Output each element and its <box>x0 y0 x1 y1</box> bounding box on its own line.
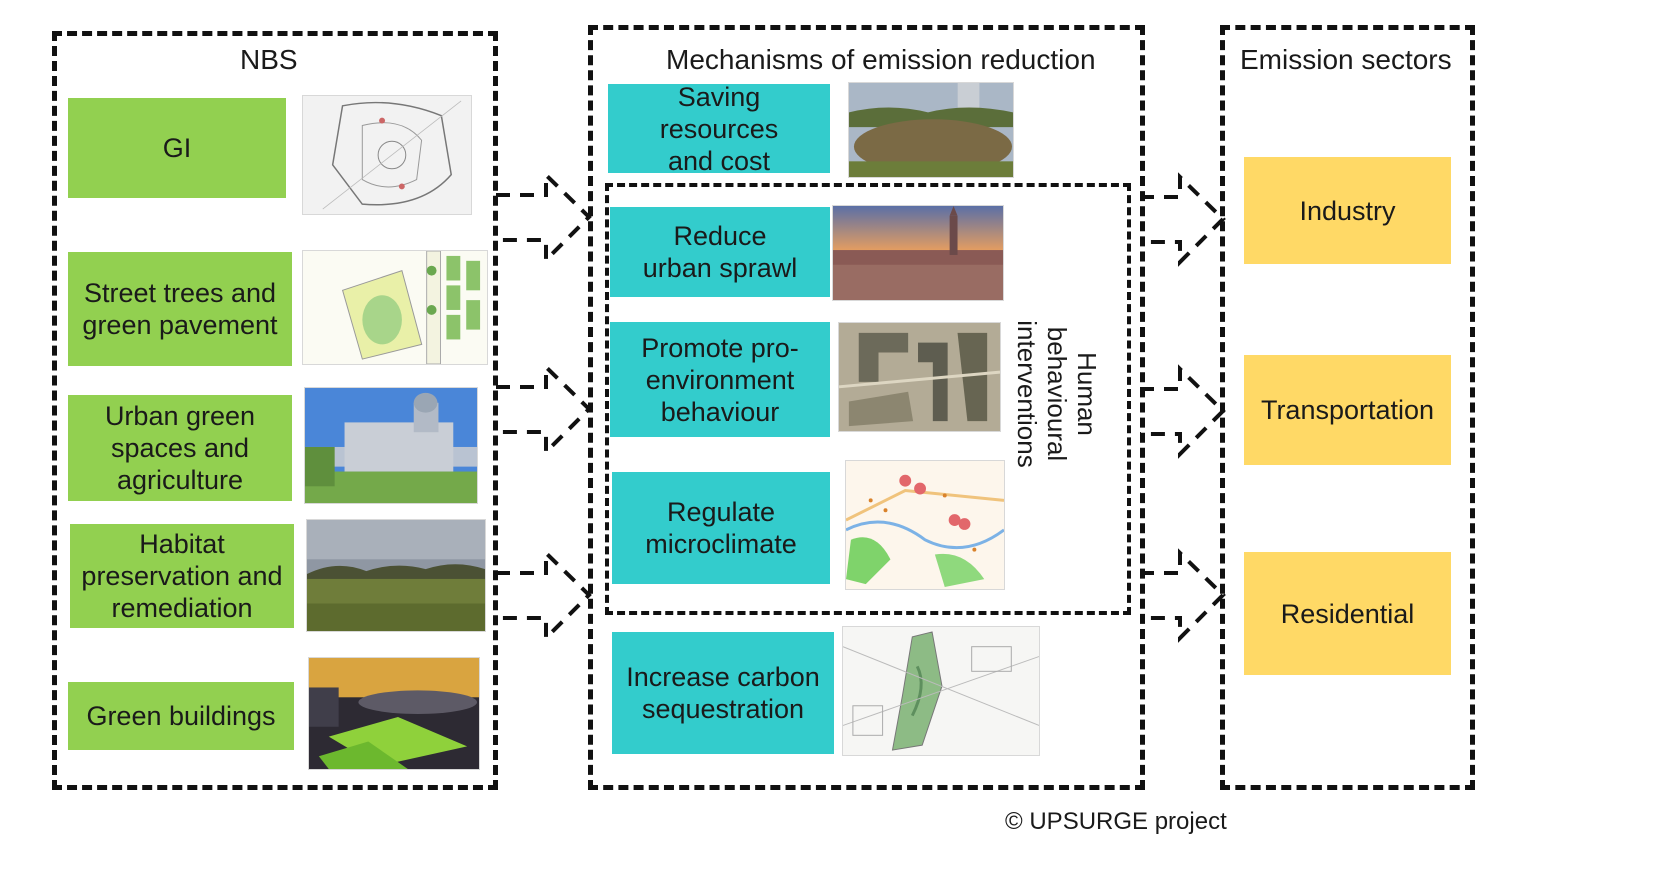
street-plan-image <box>302 250 488 365</box>
arrow-mechanisms-to-sectors-1 <box>1140 172 1226 267</box>
sectors-panel <box>1220 25 1475 790</box>
mechanism-box-carbon-sequestration: Increase carbon sequestration <box>612 632 834 754</box>
city-hall-photo <box>304 387 478 504</box>
mechanism-box-promote-behaviour: Promote pro-environment behaviour <box>610 322 830 437</box>
sectors-title: Emission sectors <box>1240 44 1452 75</box>
neighbourhood-plan-photo <box>838 322 1001 432</box>
nbs-box-gi: GI <box>68 98 286 198</box>
mechanism-box-reduce-urban-sprawl: Reduce urban sprawl <box>610 207 830 297</box>
mechanisms-title: Mechanisms of emission reduction <box>666 44 1096 75</box>
human-behavioural-interventions-label: Human behavioural interventions <box>1012 320 1102 468</box>
arrow-mechanisms-to-sectors-3 <box>1140 548 1226 643</box>
nbs-box-green-buildings: Green buildings <box>68 682 294 750</box>
copyright-credit: © UPSURGE project <box>1005 808 1227 835</box>
mechanisms-panel <box>588 25 1145 790</box>
meadow-photo <box>306 519 486 632</box>
park-photo <box>848 82 1014 178</box>
arrow-nbs-to-mechanisms-1 <box>496 170 592 265</box>
sector-box-residential: Residential <box>1244 552 1451 675</box>
arrow-nbs-to-mechanisms-3 <box>496 548 592 643</box>
nbs-panel <box>52 31 498 790</box>
nbs-box-urban-green-spaces: Urban green spaces and agriculture <box>68 395 292 501</box>
green-building-photo <box>308 657 480 770</box>
gi-sketch-image <box>302 95 472 215</box>
nbs-box-habitat-preservation: Habitat preservation and remediation <box>70 524 294 628</box>
sequestration-plan-image <box>842 626 1040 756</box>
aerial-city-photo <box>832 205 1004 301</box>
mechanism-box-regulate-microclimate: Regulate microclimate <box>612 472 830 584</box>
nbs-title: NBS <box>240 44 298 75</box>
human-behavioural-group <box>605 183 1131 615</box>
nbs-box-street-trees: Street trees and green pavement <box>68 252 292 366</box>
sector-box-transportation: Transportation <box>1244 355 1451 465</box>
mechanism-box-saving-resources: Saving resources and cost <box>608 82 830 176</box>
arrow-nbs-to-mechanisms-2 <box>496 362 592 457</box>
arrow-mechanisms-to-sectors-2 <box>1140 364 1226 459</box>
microclimate-map-image <box>845 460 1005 590</box>
sector-box-industry: Industry <box>1244 157 1451 264</box>
